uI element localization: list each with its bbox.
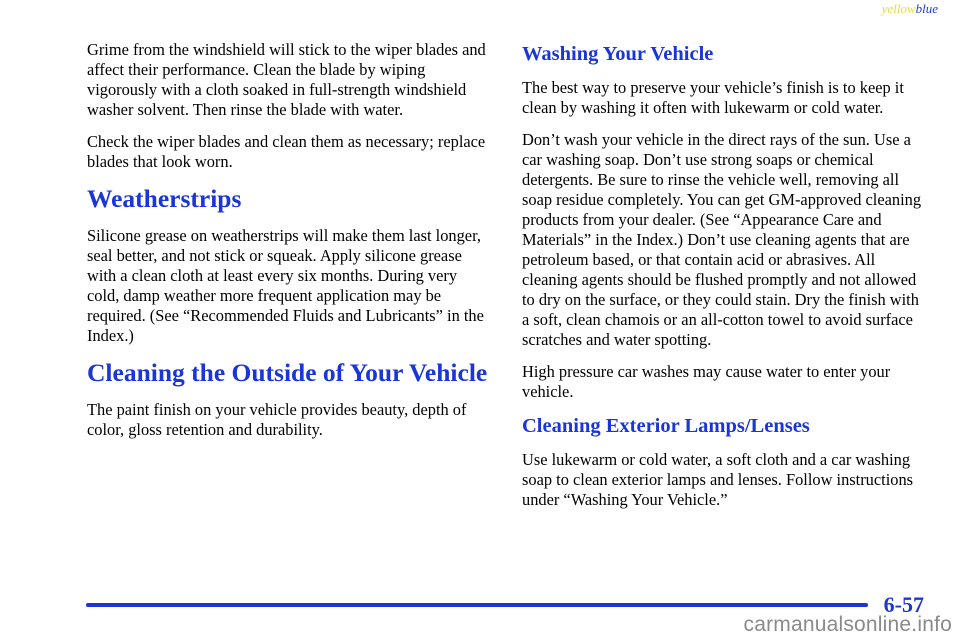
- heading-cleaning-outside: Cleaning the Outside of Your Vehicle: [87, 358, 488, 387]
- heading-exterior-lamps: Cleaning Exterior Lamps/Lenses: [522, 415, 810, 437]
- watermark: carmanualsonline.info: [743, 613, 952, 636]
- paragraph-weatherstrips: Silicone grease on weatherstrips will ma…: [87, 226, 484, 345]
- tag-blue: blue: [915, 1, 938, 16]
- paragraph-paint-finish: The paint finish on your vehicle provide…: [87, 400, 467, 439]
- paragraph-high-pressure: High pressure car washes may cause water…: [522, 362, 891, 401]
- color-separation-tag: yellowblue: [882, 1, 938, 16]
- heading-weatherstrips: Weatherstrips: [87, 184, 242, 213]
- paragraph-preserve-finish: The best way to preserve your vehicle’s …: [522, 78, 904, 117]
- paragraph-exterior-lamps: Use lukewarm or cold water, a soft cloth…: [522, 450, 914, 509]
- tag-yellow: yellow: [881, 1, 916, 16]
- right-column: Washing Your Vehicle The best way to pre…: [522, 40, 927, 522]
- footer-rule: [86, 603, 868, 607]
- paragraph-wiper-grime: Grime from the windshield will stick to …: [87, 40, 486, 119]
- page-number: 6-57: [883, 592, 924, 617]
- heading-washing-vehicle: Washing Your Vehicle: [522, 43, 714, 65]
- paragraph-wiper-check: Check the wiper blades and clean them as…: [87, 132, 486, 171]
- paragraph-washing-instructions: Don’t wash your vehicle in the direct ra…: [522, 130, 922, 349]
- left-column: Grime from the windshield will stick to …: [87, 40, 487, 452]
